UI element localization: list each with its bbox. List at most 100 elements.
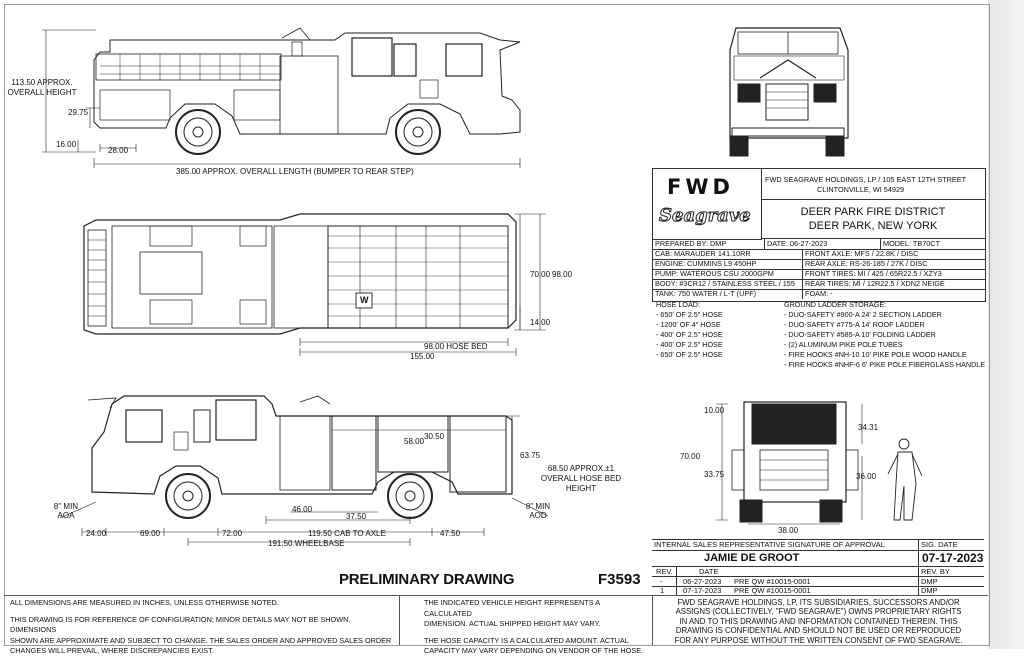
footer-note: THE HOSE CAPACITY IS A CALCULATED AMOUNT… — [424, 635, 629, 645]
footer-capacity-notes: THE INDICATED VEHICLE HEIGHT REPRESENTS … — [418, 596, 652, 655]
tb-row-body: BODY: #3CR12 / STAINLESS STEEL / 155 REA… — [653, 279, 985, 290]
front-view — [729, 27, 849, 157]
dim-rear-34-31: 34.31 — [858, 423, 879, 432]
tb-row-engine: ENGINE: CUMMINS L9 450HP REAR AXLE: RS-2… — [653, 259, 985, 270]
signature-date: 07-17-2023 — [918, 550, 983, 566]
approval-header: INTERNAL SALES REPRESENTATIVE SIGNATURE … — [654, 540, 885, 549]
hose-load-item: - 1200' OF 4" HOSE — [656, 320, 721, 329]
dim-30-50: 30.50 — [424, 432, 445, 441]
page-edge — [988, 0, 1024, 649]
dim-rear-38-00: 38.00 — [778, 526, 799, 535]
footer-note: DRAWING IS CONFIDENTIAL AND SHOULD NOT B… — [675, 626, 962, 636]
prepared-by: PREPARED BY: DMP — [653, 239, 765, 249]
footer-note: SHOWN ARE APPROXIMATE AND SUBJECT TO CHA… — [10, 635, 392, 645]
dim-46-00: 46.00 — [292, 505, 313, 514]
approval-block: INTERNAL SALES REPRESENTATIVE SIGNATURE … — [652, 539, 984, 595]
pump-spec: PUMP: WATEROUS CSU 2000GPM — [653, 269, 803, 279]
hose-load-title: HOSE LOAD: — [656, 300, 700, 309]
address-line-1: FWD SEAGRAVE HOLDINGS, LP / 105 EAST 12T… — [765, 175, 967, 184]
dim-wheelbase: 191.50 WHEELBASE — [268, 539, 345, 548]
company-address: FWD SEAGRAVE HOLDINGS, LP / 105 EAST 12T… — [765, 175, 983, 195]
drawing-date: DATE: 06-27-2023 — [765, 239, 881, 249]
tb-row-cab: CAB: MARAUDER 141.10RR FRONT AXLE: MFS /… — [653, 249, 985, 260]
footer-note: DIMENSION. ACTUAL SHIPPED HEIGHT MAY VAR… — [424, 619, 601, 628]
dim-hose-bed: 98.00 HOSE BED — [424, 342, 488, 351]
revision-description: PRE QW #10015-0001 — [734, 577, 811, 586]
title-block: FWD Seagrave FWD SEAGRAVE HOLDINGS, LP /… — [652, 168, 986, 302]
revision-row: - 06-27-2023 PRE QW #10015-0001 DMP — [652, 577, 984, 587]
engine-spec: ENGINE: CUMMINS L9 450HP — [653, 259, 803, 269]
revision-number: - — [660, 577, 663, 586]
address-line-2: CLINTONVILLE, WI 54929 — [817, 185, 905, 194]
dim-58-00: 58.00 — [404, 437, 425, 446]
dim-69-00: 69.00 — [140, 529, 161, 538]
ladder-storage-list: GROUND LADDER STORAGE: - DUO-SAFETY #900… — [784, 300, 985, 370]
tb-row-tank: TANK: 750 WATER / L-T (UPF) FOAM: - — [653, 289, 985, 299]
ladder-item: - DUO-SAFETY #585-A 10' FOLDING LADDER — [784, 330, 936, 339]
revision-description: PRE QW #10015-0001 — [734, 586, 811, 595]
hose-load-item: - 650' OF 2.5" HOSE — [656, 310, 723, 319]
dim-rear-10-00: 10.00 — [704, 406, 725, 415]
customer-line-1: DEER PARK FIRE DISTRICT — [800, 206, 946, 218]
body-spec: BODY: #3CR12 / STAINLESS STEEL / 155 — [653, 279, 803, 289]
side-view-bottom — [59, 395, 549, 546]
dim-aod: 8" MIN AOD — [525, 502, 551, 520]
rev-label: REV. — [656, 567, 673, 576]
footer-note: CHANGES WILL PREVAIL, WHERE DISCREPANCIE… — [10, 646, 214, 655]
tb-row-prepared: PREPARED BY: DMP DATE: 06-27-2023 MODEL:… — [653, 239, 985, 250]
hose-load-item: - 650' OF 2.5" HOSE — [656, 350, 723, 359]
dim-16-00: 16.00 — [56, 140, 77, 149]
ladder-storage-title: GROUND LADDER STORAGE: — [784, 300, 887, 309]
dim-72-00: 72.00 — [222, 529, 243, 538]
dim-70-00: 70.00 — [530, 270, 551, 279]
rev-date-label: DATE — [676, 567, 718, 576]
hose-load-item: - 400' OF 2.5" HOSE — [656, 330, 723, 339]
footer-note: CAPACITY MAY VARY DEPENDING ON VENDOR OF… — [424, 646, 644, 655]
front-tires-spec: FRONT TIRES: MI / 425 / 65R22.5 / XZY3 — [805, 269, 942, 278]
dim-24-00: 24.00 — [86, 529, 107, 538]
tb-row-pump: PUMP: WATEROUS CSU 2000GPM FRONT TIRES: … — [653, 269, 985, 280]
plan-view — [83, 213, 546, 356]
revision-date: 06-27-2023 — [676, 577, 721, 586]
fwd-logo: FWD — [667, 175, 734, 199]
dim-63-75: 63.75 — [520, 451, 541, 460]
preliminary-drawing-label: PRELIMINARY DRAWING — [339, 571, 515, 588]
dim-155-00: 155.00 — [410, 352, 435, 361]
rear-axle-spec: REAR AXLE: RS-26-185 / 27K / DISC — [805, 259, 928, 268]
footer-note: THE INDICATED VEHICLE HEIGHT REPRESENTS … — [424, 598, 600, 618]
footer-note: THIS DRAWING IS FOR REFERENCE OF CONFIGU… — [10, 614, 351, 635]
dim-47-50: 47.50 — [440, 529, 461, 538]
ladder-item: - (2) ALUMINUM PIKE POLE TUBES — [784, 340, 903, 349]
dim-cab-to-axle: 119.50 CAB TO AXLE — [308, 529, 386, 538]
dim-rear-70-00: 70.00 — [680, 452, 701, 461]
foam-spec: FOAM: - — [805, 289, 833, 298]
ladder-item: - FIRE HOOKS #NH-10 10' PIKE POLE WOOD H… — [784, 350, 967, 359]
logo-cell: FWD Seagrave — [653, 169, 762, 240]
ladder-item: - DUO-SAFETY #775-A 14' ROOF LADDER — [784, 320, 925, 329]
hose-load-item: - 400' OF 2.5" HOSE — [656, 340, 723, 349]
dim-28-00: 28.00 — [108, 146, 129, 155]
footer-note: ASSIGNS (COLLECTIVELY, "FWD SEAGRAVE") O… — [675, 607, 962, 617]
dim-29-75: 29.75 — [68, 108, 89, 117]
rear-tires-spec: REAR TIRES: MI / 12R22.5 / XDN2 NEIGE — [805, 279, 945, 288]
footer-note: FOR ANY PURPOSE WITHOUT THE WRITTEN CONS… — [674, 635, 963, 645]
footer-proprietary-notice: FWD SEAGRAVE HOLDINGS, LP, ITS SUBSIDIAR… — [652, 596, 984, 645]
approval-signature-row[interactable]: JAMIE DE GROOT 07-17-2023 — [652, 550, 984, 567]
dim-overall-height: 113.50 APPROX. OVERALL HEIGHT — [7, 78, 77, 97]
revision-by: DMP — [918, 577, 938, 586]
revision-date: 07-17-2023 — [676, 586, 721, 595]
drawing-border — [4, 4, 990, 646]
revision-number: 1 — [660, 586, 665, 595]
dim-rear-33-75: 33.75 — [704, 470, 725, 479]
dim-rear-36-00: 36.00 — [856, 472, 877, 481]
side-view-top — [42, 27, 521, 168]
hose-load-list: HOSE LOAD: - 650' OF 2.5" HOSE - 1200' O… — [656, 300, 723, 360]
ladder-item: - FIRE HOOKS #NHF-6 6' PIKE POLE FIBERGL… — [784, 360, 986, 369]
drawing-number: F3593 — [598, 571, 641, 588]
tank-spec: TANK: 750 WATER / L-T (UPF) — [653, 289, 803, 299]
dim-14-00: 14.00 — [530, 318, 551, 327]
front-axle-spec: FRONT AXLE: MFS / 22.8K / DISC — [805, 249, 919, 258]
rear-view — [716, 401, 923, 525]
